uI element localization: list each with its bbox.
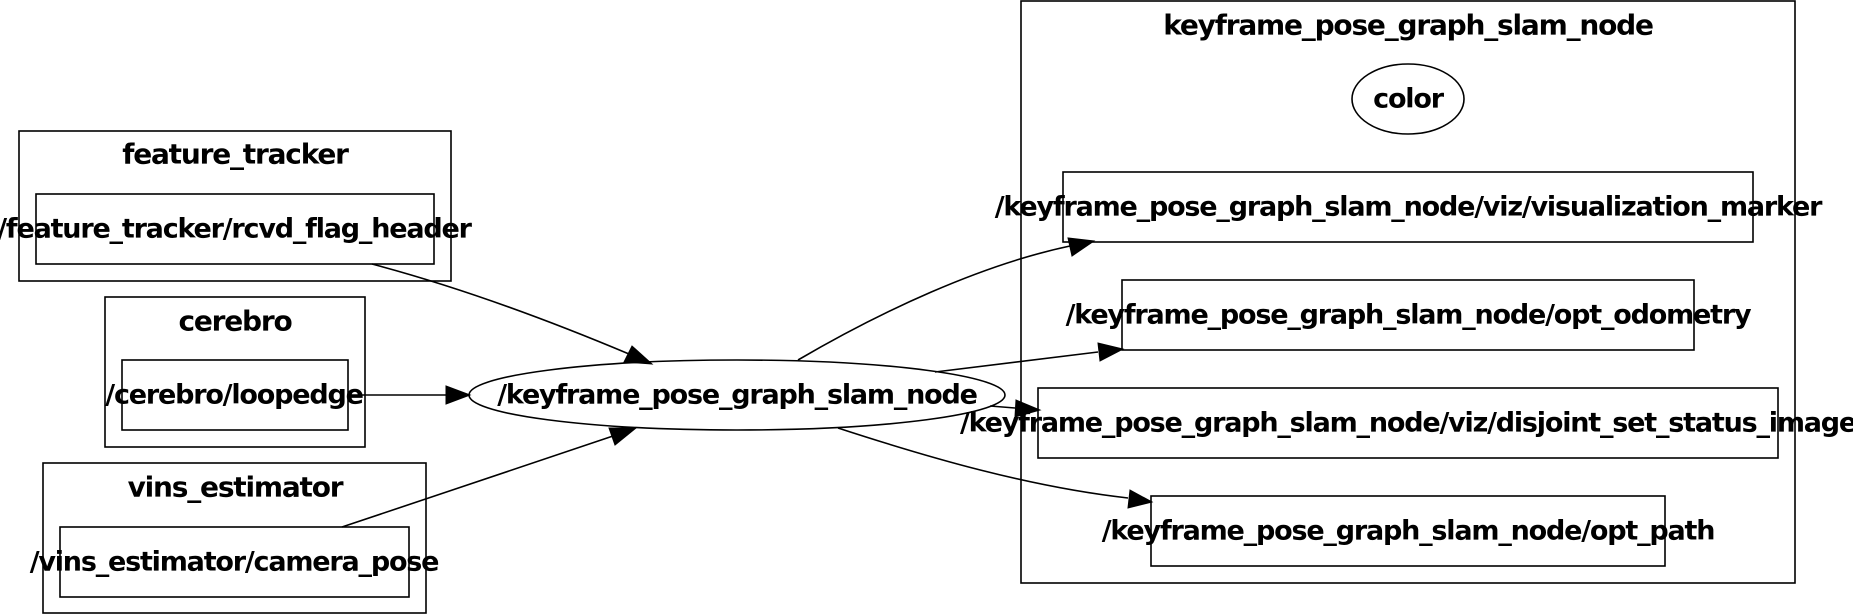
node-slam-node[interactable]: /keyframe_pose_graph_slam_node — [468, 359, 1006, 431]
edge-rcvd-flag-header-to-slam-node-arrowhead — [623, 345, 654, 365]
node-disjoint-set-status-image-box — [1037, 387, 1779, 459]
edge-camera-pose-to-slam-node-arrowhead — [608, 427, 638, 446]
node-visualization-marker[interactable]: /keyframe_pose_graph_slam_node/viz/visua… — [995, 171, 1824, 243]
cluster-vins-estimator: vins_estimator — [42, 462, 427, 614]
node-rcvd-flag-header-label: /feature_tracker/rcvd_flag_header — [0, 214, 473, 245]
node-camera-pose[interactable]: /vins_estimator/camera_pose — [30, 526, 440, 598]
node-loopedge[interactable]: /cerebro/loopedge — [105, 359, 364, 431]
node-slam-node-label: /keyframe_pose_graph_slam_node — [497, 380, 977, 411]
cluster-cerebro-label: cerebro — [178, 305, 292, 338]
node-disjoint-set-status-image[interactable]: /keyframe_pose_graph_slam_node/viz/disjo… — [960, 387, 1853, 459]
edge-slam-node-to-visualization-marker-line — [797, 245, 1071, 361]
node-loopedge-label: /cerebro/loopedge — [105, 380, 362, 411]
edge-slam-node-to-disjoint-set-status-image — [989, 399, 1042, 418]
cluster-feature-tracker: feature_tracker — [18, 130, 452, 282]
node-opt-odometry[interactable]: /keyframe_pose_graph_slam_node/opt_odome… — [1066, 279, 1753, 351]
node-opt-path-box — [1150, 495, 1666, 567]
node-color[interactable]: color — [1351, 63, 1465, 135]
node-opt-odometry-box — [1121, 279, 1695, 351]
edge-loopedge-to-slam-node-arrowhead — [445, 385, 472, 405]
node-opt-odometry-label: /keyframe_pose_graph_slam_node/opt_odome… — [1066, 300, 1752, 331]
edge-rcvd-flag-header-to-slam-node-line — [371, 263, 630, 355]
edge-slam-node-to-visualization-marker-arrowhead — [1067, 237, 1096, 257]
edge-slam-node-to-opt-odometry-line — [934, 351, 1099, 373]
node-opt-path-label: /keyframe_pose_graph_slam_node/opt_path — [1102, 516, 1715, 547]
edge-camera-pose-to-slam-node — [341, 427, 638, 528]
node-rcvd-flag-header-box — [35, 193, 435, 265]
edge-slam-node-to-opt-path-arrowhead — [1127, 489, 1154, 509]
node-rcvd-flag-header[interactable]: /feature_tracker/rcvd_flag_header — [0, 193, 474, 265]
node-visualization-marker-box — [1062, 171, 1754, 243]
cluster-cerebro: cerebro — [104, 296, 366, 448]
edge-slam-node-to-opt-odometry-arrowhead — [1097, 342, 1125, 362]
edge-slam-node-to-disjoint-set-status-image-arrowhead — [1014, 399, 1042, 418]
cluster-vins-estimator-border — [42, 462, 427, 614]
cluster-cerebro-border — [104, 296, 366, 448]
cluster-feature-tracker-border — [18, 130, 452, 282]
edge-slam-node-to-opt-path-line — [837, 427, 1129, 499]
node-opt-path[interactable]: /keyframe_pose_graph_slam_node/opt_path — [1102, 495, 1715, 567]
node-visualization-marker-label: /keyframe_pose_graph_slam_node/viz/visua… — [995, 192, 1823, 223]
edge-slam-node-to-opt-path — [837, 427, 1154, 509]
cluster-keyframe-pose-graph-slam-node-label: keyframe_pose_graph_slam_node — [1163, 9, 1653, 42]
cluster-feature-tracker-label: feature_tracker — [122, 138, 349, 171]
node-color-ellipse — [1351, 63, 1465, 135]
node-camera-pose-box — [59, 526, 410, 598]
node-camera-pose-label: /vins_estimator/camera_pose — [30, 547, 439, 578]
edge-slam-node-to-opt-odometry — [934, 342, 1125, 373]
cluster-keyframe-pose-graph-slam-node: keyframe_pose_graph_slam_node — [1020, 0, 1796, 584]
edge-slam-node-to-disjoint-set-status-image-line — [989, 405, 1016, 409]
node-disjoint-set-status-image-label: /keyframe_pose_graph_slam_node/viz/disjo… — [960, 408, 1853, 439]
edge-slam-node-to-visualization-marker — [797, 237, 1096, 361]
cluster-vins-estimator-label: vins_estimator — [128, 471, 344, 504]
node-color-label: color — [1373, 84, 1445, 115]
edge-loopedge-to-slam-node — [348, 385, 472, 405]
edge-rcvd-flag-header-to-slam-node — [371, 263, 654, 365]
cluster-keyframe-pose-graph-slam-node-border — [1020, 0, 1796, 584]
edge-camera-pose-to-slam-node-line — [341, 435, 614, 528]
